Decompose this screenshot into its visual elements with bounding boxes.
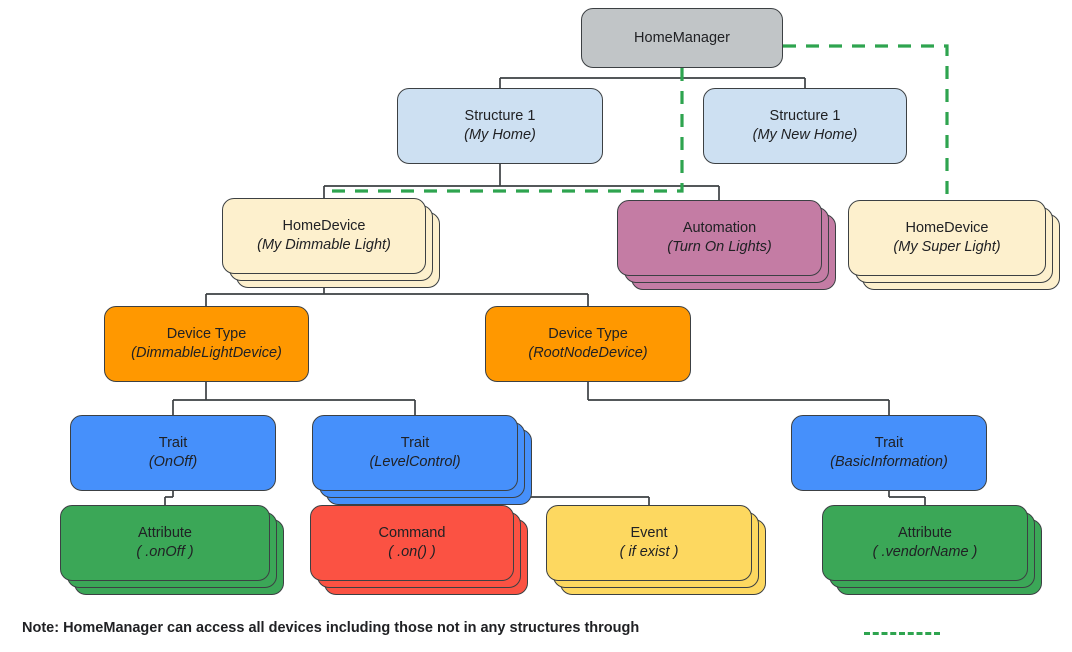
node-title: Trait xyxy=(158,435,188,452)
node-structure-my-home[interactable]: Structure 1 (My Home) xyxy=(397,88,603,164)
node-subtitle: ( if exist ) xyxy=(619,544,679,560)
node-subtitle: (My Dimmable Light) xyxy=(257,237,391,253)
node-title: Structure 1 xyxy=(769,108,841,125)
node-subtitle: (RootNodeDevice) xyxy=(528,345,648,361)
node-subtitle: ( .vendorName ) xyxy=(872,544,978,560)
node-structure-my-new-home[interactable]: Structure 1 (My New Home) xyxy=(703,88,907,164)
node-subtitle: (LevelControl) xyxy=(369,454,461,470)
node-title: HomeManager xyxy=(634,29,730,46)
node-event-if-exist[interactable]: Event ( if exist ) xyxy=(546,505,752,581)
footer-note: Note: HomeManager can access all devices… xyxy=(22,620,640,636)
node-title: Command xyxy=(378,525,446,542)
node-trait-levelcontrol[interactable]: Trait (LevelControl) xyxy=(312,415,518,491)
node-subtitle: (Turn On Lights) xyxy=(667,239,772,255)
node-title: Attribute xyxy=(898,525,952,542)
node-attribute-vendorname[interactable]: Attribute ( .vendorName ) xyxy=(822,505,1028,581)
node-homemanager[interactable]: HomeManager xyxy=(581,8,783,68)
node-homedevice-super-light[interactable]: HomeDevice (My Super Light) xyxy=(848,200,1046,276)
node-command-on[interactable]: Command ( .on() ) xyxy=(310,505,514,581)
node-subtitle: (DimmableLightDevice) xyxy=(131,345,282,361)
node-title: Event xyxy=(630,525,668,542)
node-title: Device Type xyxy=(166,326,247,343)
node-title: Trait xyxy=(400,435,430,452)
footer-note-legend-dash xyxy=(864,632,940,635)
node-attribute-onoff[interactable]: Attribute ( .onOff ) xyxy=(60,505,270,581)
node-trait-basicinformation[interactable]: Trait (BasicInformation) xyxy=(791,415,987,491)
node-subtitle: ( .on() ) xyxy=(388,544,436,560)
node-title: Attribute xyxy=(138,525,192,542)
node-title: HomeDevice xyxy=(282,218,366,235)
node-title: Device Type xyxy=(548,326,628,343)
node-subtitle: (My New Home) xyxy=(752,127,858,143)
node-homedevice-dimmable[interactable]: HomeDevice (My Dimmable Light) xyxy=(222,198,426,274)
node-devicetype-dimmablelightdevice[interactable]: Device Type (DimmableLightDevice) xyxy=(104,306,309,382)
node-subtitle: (OnOff) xyxy=(148,454,198,470)
node-title: HomeDevice xyxy=(905,220,989,237)
node-subtitle: (BasicInformation) xyxy=(830,454,948,470)
node-title: Automation xyxy=(682,220,757,237)
node-subtitle: ( .onOff ) xyxy=(136,544,194,560)
node-subtitle: (My Home) xyxy=(464,127,536,143)
node-subtitle: (My Super Light) xyxy=(893,239,1001,255)
node-title: Trait xyxy=(874,435,904,452)
node-trait-onoff[interactable]: Trait (OnOff) xyxy=(70,415,276,491)
node-automation-turn-on-lights[interactable]: Automation (Turn On Lights) xyxy=(617,200,822,276)
node-title: Structure 1 xyxy=(464,108,536,125)
node-devicetype-rootnodedevice[interactable]: Device Type (RootNodeDevice) xyxy=(485,306,691,382)
